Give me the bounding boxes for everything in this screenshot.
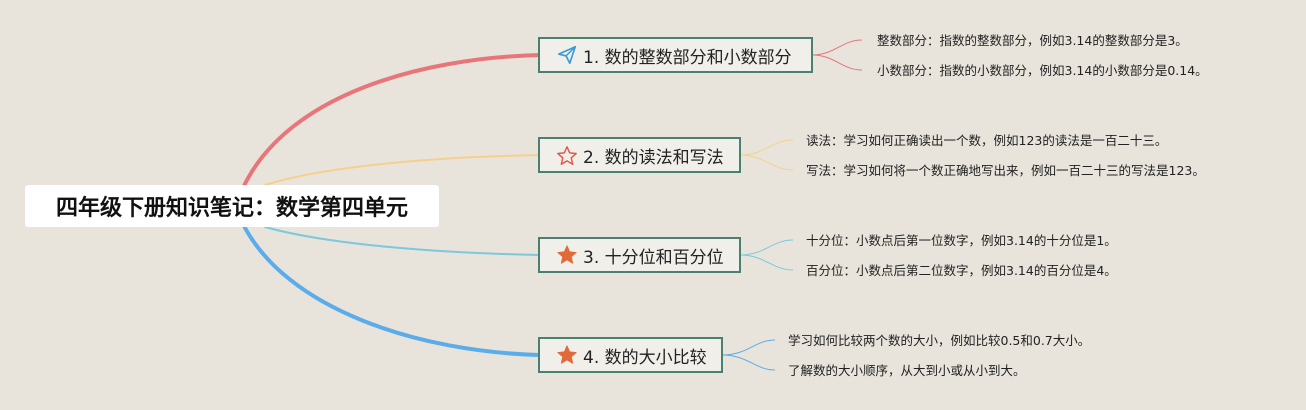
root-title: 四年级下册知识笔记：数学第四单元 <box>55 196 408 221</box>
leaf-text: 小数部分：指数的小数部分，例如3.14的小数部分是0.14。 <box>877 63 1208 78</box>
root-node[interactable]: 四年级下册知识笔记：数学第四单元 <box>25 185 439 227</box>
connector-leaf-1-2 <box>811 54 863 71</box>
connector-leaf-2-2 <box>739 154 794 171</box>
connector-leaf-4-1 <box>721 339 776 356</box>
leaf-2-2[interactable]: 写法：学习如何将一个数正确地写出来，例如一百二十三的写法是123。 <box>806 163 1205 179</box>
connector-leaf-4-2 <box>721 354 776 371</box>
paper-plane-icon <box>556 44 578 66</box>
leaf-text: 百分位：小数点后第二位数字，例如3.14的百分位是4。 <box>806 263 1117 278</box>
leaf-text: 了解数的大小顺序，从大到小或从小到大。 <box>788 363 1026 378</box>
connector-leaf-1-1 <box>811 39 863 56</box>
leaf-1-1[interactable]: 整数部分：指数的整数部分，例如3.14的整数部分是3。 <box>877 33 1188 49</box>
leaf-3-2[interactable]: 百分位：小数点后第二位数字，例如3.14的百分位是4。 <box>806 263 1117 279</box>
connector-leaf-3-2 <box>739 254 794 271</box>
branch-node-1[interactable]: 1. 数的整数部分和小数部分 <box>538 37 813 73</box>
connector-branch-3 <box>264 226 541 256</box>
leaf-4-2[interactable]: 了解数的大小顺序，从大到小或从小到大。 <box>788 363 1026 379</box>
connector-leaf-2-1 <box>739 139 794 156</box>
leaf-text: 学习如何比较两个数的大小，例如比较0.5和0.7大小。 <box>788 333 1091 348</box>
leaf-text: 整数部分：指数的整数部分，例如3.14的整数部分是3。 <box>877 33 1188 48</box>
leaf-text: 十分位：小数点后第一位数字，例如3.14的十分位是1。 <box>806 233 1117 248</box>
leaf-4-1[interactable]: 学习如何比较两个数的大小，例如比较0.5和0.7大小。 <box>788 333 1090 349</box>
connector-branch-2 <box>264 154 541 186</box>
branch-node-3[interactable]: 3. 十分位和百分位 <box>538 237 741 273</box>
star-filled-icon <box>556 344 578 366</box>
star-outline-icon <box>556 144 578 166</box>
leaf-1-2[interactable]: 小数部分：指数的小数部分，例如3.14的小数部分是0.14。 <box>877 63 1208 79</box>
star-filled-icon <box>556 244 578 266</box>
leaf-text: 写法：学习如何将一个数正确地写出来，例如一百二十三的写法是123。 <box>806 163 1205 178</box>
branch-label-1: 1. 数的整数部分和小数部分 <box>583 47 792 68</box>
branch-label-2: 2. 数的读法和写法 <box>583 147 724 168</box>
connector-branch-4 <box>240 220 542 357</box>
branch-node-4[interactable]: 4. 数的大小比较 <box>538 337 723 373</box>
branch-node-2[interactable]: 2. 数的读法和写法 <box>538 137 741 173</box>
connector-leaf-3-1 <box>739 239 794 256</box>
branch-label-4: 4. 数的大小比较 <box>583 347 707 368</box>
connector-branch-1 <box>240 53 542 192</box>
leaf-text: 读法：学习如何正确读出一个数，例如123的读法是一百二十三。 <box>806 133 1168 148</box>
leaf-3-1[interactable]: 十分位：小数点后第一位数字，例如3.14的十分位是1。 <box>806 233 1117 249</box>
branch-label-3: 3. 十分位和百分位 <box>583 247 724 268</box>
leaf-2-1[interactable]: 读法：学习如何正确读出一个数，例如123的读法是一百二十三。 <box>806 133 1167 149</box>
